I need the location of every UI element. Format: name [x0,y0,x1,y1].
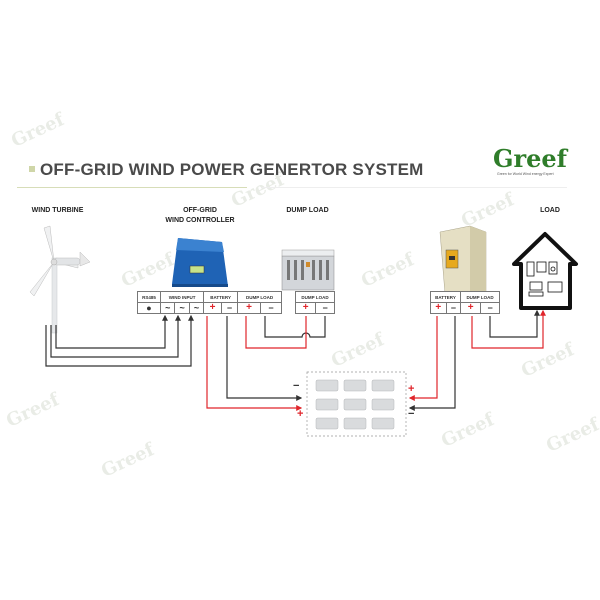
controller-label-1: OFF-GRID [183,207,217,214]
battery-icon [343,417,367,430]
terminal-header-battery: BATTERY [203,291,239,303]
terminal-positive: + [203,302,222,314]
divider [262,187,567,188]
title-bullet [29,166,35,172]
terminal-positive: + [294,302,317,314]
terminal-header-wind-input: WIND INPUT [159,291,205,303]
wind-turbine-label: WIND TURBINE [31,207,84,214]
battery-positive-sign: + [297,408,304,420]
wind-controller-icon [172,238,228,287]
battery-icon [343,398,367,411]
battery-icon [315,417,339,430]
battery-icon [343,379,367,392]
battery-negative-sign: − [293,380,300,392]
terminal-negative: − [480,302,500,314]
title-underline [17,187,247,188]
terminal-header-dump-load: DUMP LOAD [237,291,282,303]
battery-icon [371,417,395,430]
page-title: OFF-GRID WIND POWER GENERTOR SYSTEM [40,160,424,179]
terminal-negative: − [445,302,462,314]
logo-tagline: Green for World Wind energy Expert [497,172,554,176]
terminal-negative: − [315,302,335,314]
battery-bank [306,371,407,437]
inverter-terminal-block: BATTERY DUMP LOAD + − + − [429,291,500,314]
terminal-header-battery: BATTERY [429,291,462,303]
dump-load-icon [281,249,335,291]
terminal-rs485: ● [137,302,161,314]
battery-icon [315,379,339,392]
terminal-ac: ~ [159,302,176,314]
terminal-positive: + [430,302,447,314]
house-load-icon [512,232,578,310]
controller-label-2: WIND CONTROLLER [165,217,235,224]
terminal-negative: − [220,302,239,314]
terminal-positive: + [237,302,261,314]
load-label: LOAD [540,207,560,214]
wind-turbine-icon [29,225,91,334]
terminal-header-dump-load: DUMP LOAD [460,291,500,303]
dump-load-label: DUMP LOAD [286,207,329,214]
greef-logo: Greef [493,144,568,173]
terminal-ac: ~ [188,302,205,314]
battery-negative-sign: − [408,408,415,420]
terminal-ac: ~ [174,302,190,314]
dump-load-terminal-block: DUMP LOAD + − [294,291,335,314]
battery-positive-sign: + [408,383,415,395]
terminal-header-rs485: RS485 [137,291,161,303]
terminal-header-dump-load: DUMP LOAD [295,291,335,303]
terminal-positive: + [460,302,482,314]
controller-terminal-block: RS485 WIND INPUT BATTERY DUMP LOAD ● ~ ~… [137,291,283,314]
battery-icon [315,398,339,411]
terminal-negative: − [259,302,283,314]
inverter-icon [439,225,487,307]
battery-icon [371,398,395,411]
battery-icon [371,379,395,392]
